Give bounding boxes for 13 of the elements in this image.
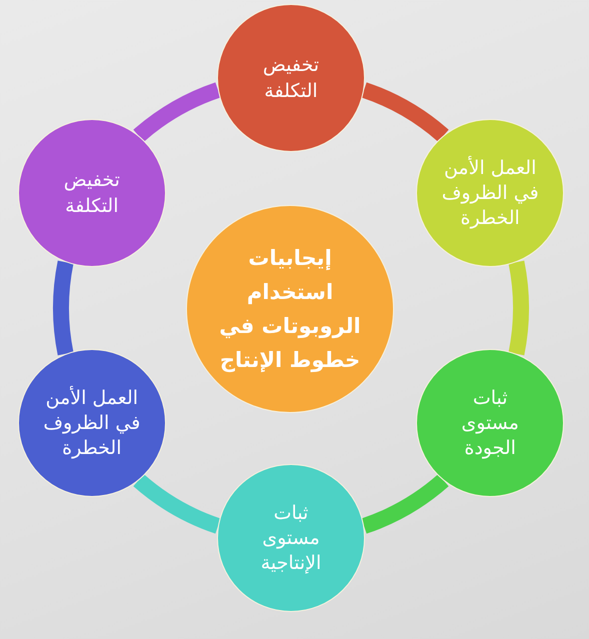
connector-arc	[508, 260, 529, 356]
topic-circle: ثبات مستوى الجودة	[416, 349, 564, 497]
topic-circle: تخفيض التكلفة	[217, 4, 365, 152]
topic-circle: العمل الأمن في الظروف الخطرة	[18, 349, 166, 497]
connector-arc	[134, 474, 221, 534]
hub-circle: إيجابيات استخدام الروبوتات في خطوط الإنتاج	[186, 205, 394, 413]
connector-arc	[134, 82, 221, 142]
topic-circle: ثبات مستوى الإنتاجية	[217, 464, 365, 612]
topic-circle: العمل الأمن في الظروف الخطرة	[416, 119, 564, 267]
topic-circle: تخفيض التكلفة	[18, 119, 166, 267]
connector-arc	[361, 82, 448, 142]
connector-arc	[53, 260, 74, 356]
connector-arc	[361, 474, 448, 534]
